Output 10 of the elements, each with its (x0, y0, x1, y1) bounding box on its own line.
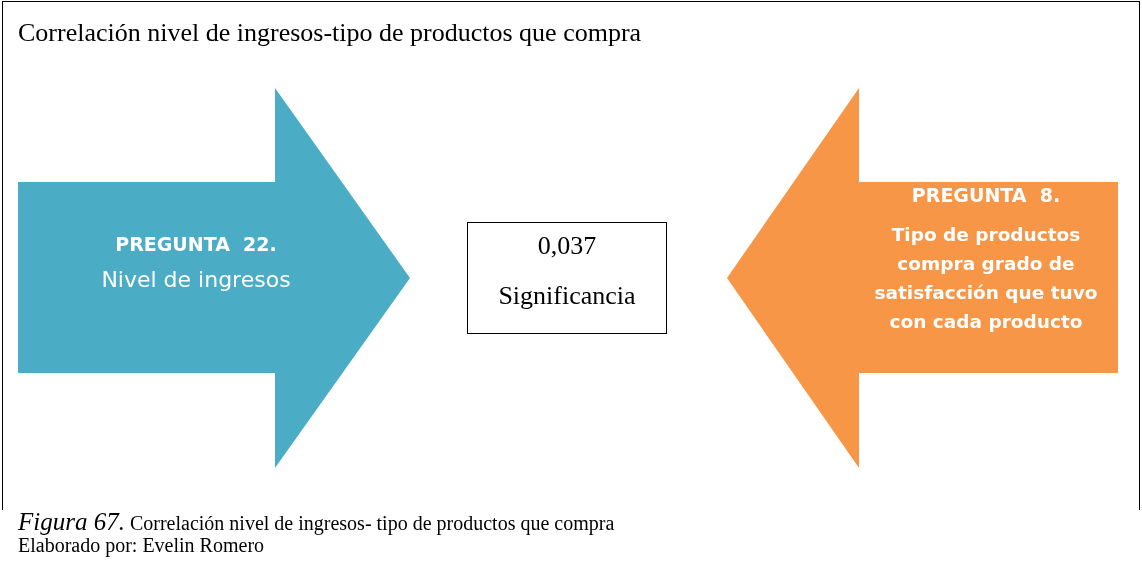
value-text: 0,037 (536, 231, 598, 261)
question-heading: PREGUNTA 22. (114, 233, 278, 255)
caption: Figura 67. Correlación nivel de ingresos- tipo de productos que compra (18, 508, 615, 536)
question-text: Tipo de productos compra grado de satisfacción que tuvo con cada producto (873, 223, 1099, 334)
value-box (467, 222, 667, 334)
title: Correlación nivel de ingresos-tipo de productos que compra (18, 18, 642, 48)
question-text: Nivel de ingresos (100, 267, 292, 292)
label-text: Significancia (497, 281, 637, 311)
question-heading: PREGUNTA 8. (910, 184, 1062, 206)
credit-note: Elaborado por: Evelin Romero (18, 534, 265, 557)
